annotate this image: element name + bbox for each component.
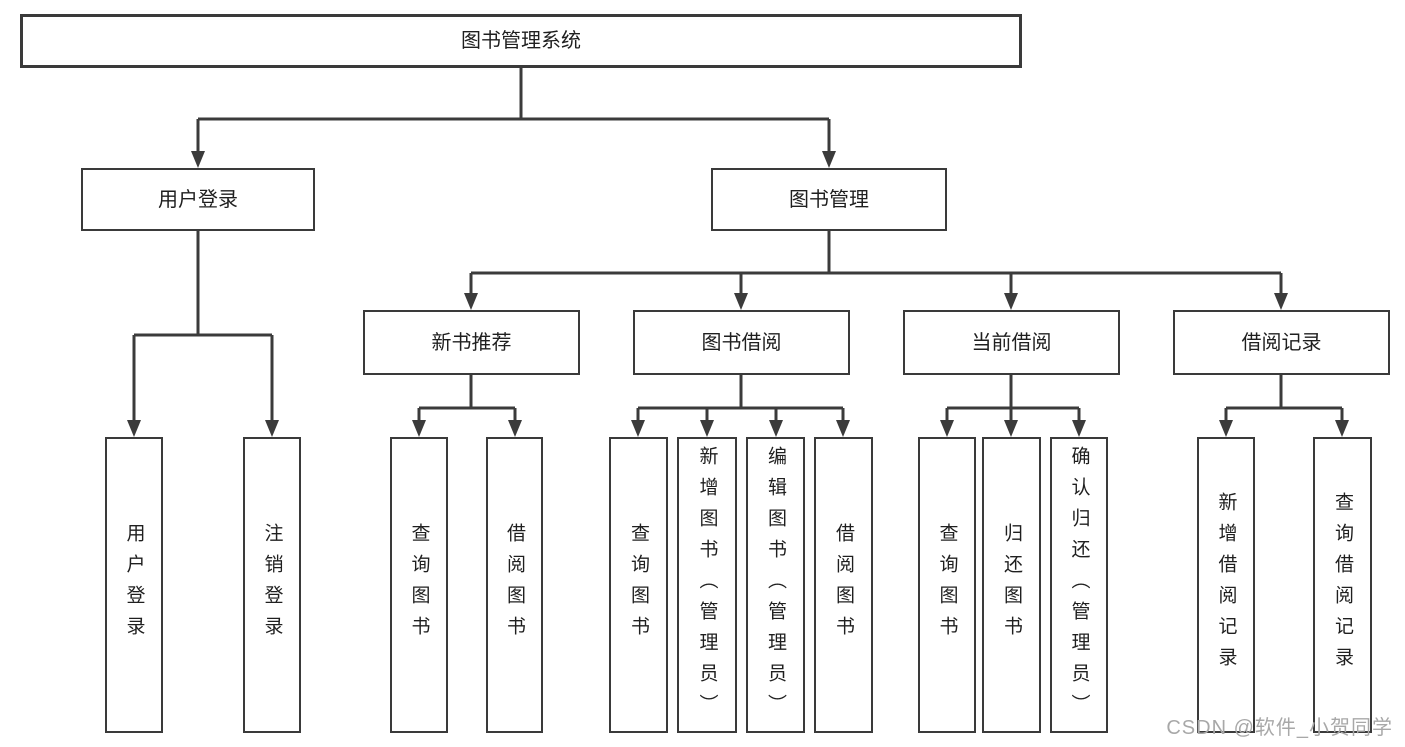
leaf-recommend-query-books-label: 查询图书 <box>408 523 430 647</box>
node-user-login-label: 用户登录 <box>158 188 238 211</box>
node-new-book-recommend-label: 新书推荐 <box>431 331 512 354</box>
leaf-borrow-edit-books-admin-label: 编辑图书（管理员） <box>765 445 786 725</box>
connector-root-to-level2 <box>196 68 831 153</box>
leaf-current-query-books-label: 查询图书 <box>936 523 958 647</box>
leaf-user-login: 用户登录 <box>105 437 163 733</box>
leaf-current-return-books: 归还图书 <box>982 437 1041 733</box>
leaf-borrow-borrow-books: 借阅图书 <box>814 437 873 733</box>
node-current-borrow: 当前借阅 <box>903 310 1120 375</box>
node-user-login: 用户登录 <box>81 168 315 231</box>
node-new-book-recommend: 新书推荐 <box>363 310 580 375</box>
leaf-current-confirm-return-admin-label: 确认归还（管理员） <box>1068 445 1090 725</box>
leaf-current-confirm-return-admin: 确认归还（管理员） <box>1050 437 1108 733</box>
node-book-management: 图书管理 <box>711 168 947 231</box>
node-borrow-records: 借阅记录 <box>1173 310 1390 375</box>
leaf-records-add-record-label: 新增借阅记录 <box>1215 492 1237 678</box>
connector-book-management-to-level3 <box>469 231 1283 295</box>
node-book-borrow: 图书借阅 <box>633 310 850 375</box>
leaf-borrow-query-books: 查询图书 <box>609 437 668 733</box>
csdn-watermark: CSDN @软件_小贺同学 <box>1166 717 1393 739</box>
leaf-borrow-query-books-label: 查询图书 <box>628 523 649 647</box>
arrowheads <box>127 151 1349 437</box>
node-root: 图书管理系统 <box>20 14 1022 68</box>
connector-borrow-records-to-leaves <box>1224 375 1344 422</box>
connector-book-borrow-to-leaves <box>636 375 845 422</box>
connector-new-book-recommend-to-leaves <box>417 375 517 422</box>
leaf-logout-label: 注销登录 <box>261 523 283 647</box>
connector-user-login-to-leaves <box>132 231 274 422</box>
leaf-records-add-record: 新增借阅记录 <box>1197 437 1255 733</box>
leaf-logout: 注销登录 <box>243 437 301 733</box>
leaf-current-return-books-label: 归还图书 <box>1001 523 1022 647</box>
leaf-borrow-add-books-admin-label: 新增图书（管理员） <box>696 445 718 725</box>
leaf-user-login-label: 用户登录 <box>123 523 145 647</box>
node-root-label: 图书管理系统 <box>461 30 581 52</box>
leaf-borrow-edit-books-admin: 编辑图书（管理员） <box>746 437 805 733</box>
leaf-recommend-query-books: 查询图书 <box>390 437 448 733</box>
node-book-management-label: 图书管理 <box>789 188 869 211</box>
leaf-current-query-books: 查询图书 <box>918 437 976 733</box>
leaf-recommend-borrow-books-label: 借阅图书 <box>504 523 525 647</box>
node-current-borrow-label: 当前借阅 <box>971 331 1052 354</box>
leaf-records-query-record: 查询借阅记录 <box>1313 437 1372 733</box>
node-borrow-records-label: 借阅记录 <box>1241 331 1322 354</box>
leaf-recommend-borrow-books: 借阅图书 <box>486 437 543 733</box>
leaf-borrow-add-books-admin: 新增图书（管理员） <box>677 437 737 733</box>
node-book-borrow-label: 图书借阅 <box>701 331 782 354</box>
leaf-borrow-borrow-books-label: 借阅图书 <box>833 523 854 647</box>
connector-current-borrow-to-leaves <box>945 375 1081 422</box>
leaf-records-query-record-label: 查询借阅记录 <box>1332 492 1353 678</box>
